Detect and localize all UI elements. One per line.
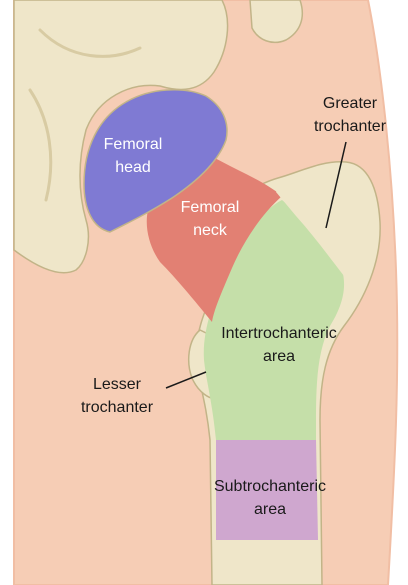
label-intertrochanteric-area: Intertrochanteric area (221, 322, 337, 368)
label-femoral-neck: Femoral neck (181, 196, 240, 242)
label-lesser-trochanter: Lesser trochanter (81, 373, 153, 419)
label-femoral-head: Femoral head (104, 133, 163, 179)
label-greater-trochanter: Greater trochanter (314, 92, 386, 138)
label-subtrochanteric-area: Subtrochanteric area (214, 475, 326, 521)
